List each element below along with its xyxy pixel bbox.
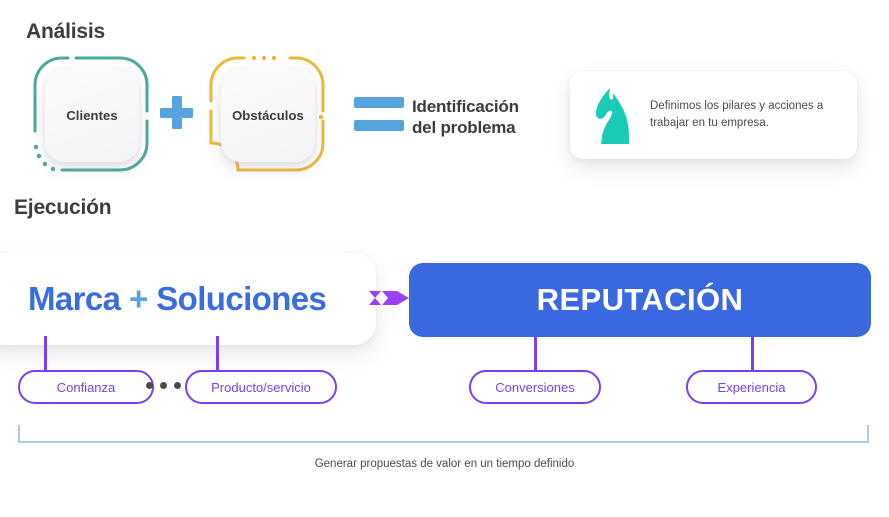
plus-symbol-analisis	[160, 96, 193, 129]
execution-input-word1: Marca	[28, 280, 121, 317]
concept-card-label: Obstáculos	[232, 107, 304, 123]
bracket-caption: Generar propuestas de valor en un tiempo…	[314, 458, 575, 470]
pill-conversiones[interactable]: Conversiones	[469, 370, 601, 404]
plus-bar-vertical	[171, 96, 182, 129]
pill-separator-dots	[146, 382, 188, 390]
timeline-bracket	[18, 423, 869, 443]
equals-symbol-analisis	[354, 97, 404, 131]
connector-conversiones	[534, 337, 537, 372]
connector-producto-servicio	[216, 336, 219, 372]
execution-input-plus: +	[128, 280, 148, 317]
connector-experiencia	[751, 337, 754, 372]
execution-input-card: Marca + Soluciones	[0, 253, 376, 345]
analysis-note-card: Definimos los pilares y acciones a traba…	[570, 71, 857, 159]
analysis-result-line1: Identificación	[412, 97, 519, 116]
chess-knight-icon	[595, 88, 629, 144]
concept-card-label: Clientes	[66, 107, 118, 123]
execution-input-word2: Soluciones	[156, 280, 327, 317]
equals-bar-bottom	[354, 120, 404, 131]
section-heading-analisis: Análisis	[26, 20, 105, 43]
concept-card-inner: Clientes	[45, 68, 139, 162]
connector-confianza	[44, 336, 47, 372]
pill-confianza[interactable]: Confianza	[18, 370, 154, 404]
concept-card-clientes: Clientes	[32, 55, 150, 173]
pill-label: Confianza	[56, 379, 116, 395]
concept-card-inner: Obstáculos	[221, 68, 315, 162]
analysis-result-label: Identificación del problema	[412, 96, 562, 139]
rounded-square-outline-icon	[33, 56, 149, 172]
pill-label: Experiencia	[717, 379, 786, 395]
pill-label: Producto/servicio	[211, 379, 311, 395]
execution-input-text: Marca + Soluciones	[28, 280, 327, 318]
pill-experiencia[interactable]: Experiencia	[686, 370, 817, 404]
analysis-note-text: Definimos los pilares y acciones a traba…	[650, 100, 824, 129]
concept-card-obstaculos: Obstáculos	[208, 55, 326, 173]
arrow-right-icon	[369, 291, 409, 305]
separator-dot	[174, 382, 181, 389]
bracket-line	[18, 441, 869, 443]
separator-dot	[146, 382, 153, 389]
equals-bar-top	[354, 97, 404, 108]
section-heading-ejecucion: Ejecución	[14, 196, 112, 219]
bracket-tick-left	[18, 425, 20, 443]
pill-label: Conversiones	[495, 379, 575, 395]
execution-output-card: REPUTACIÓN	[409, 263, 871, 337]
bracket-tick-right	[867, 425, 869, 443]
execution-output-label: REPUTACIÓN	[536, 282, 744, 317]
pill-producto-servicio[interactable]: Producto/servicio	[185, 370, 337, 404]
analysis-result-line2: del problema	[412, 118, 516, 138]
separator-dot	[160, 382, 167, 389]
